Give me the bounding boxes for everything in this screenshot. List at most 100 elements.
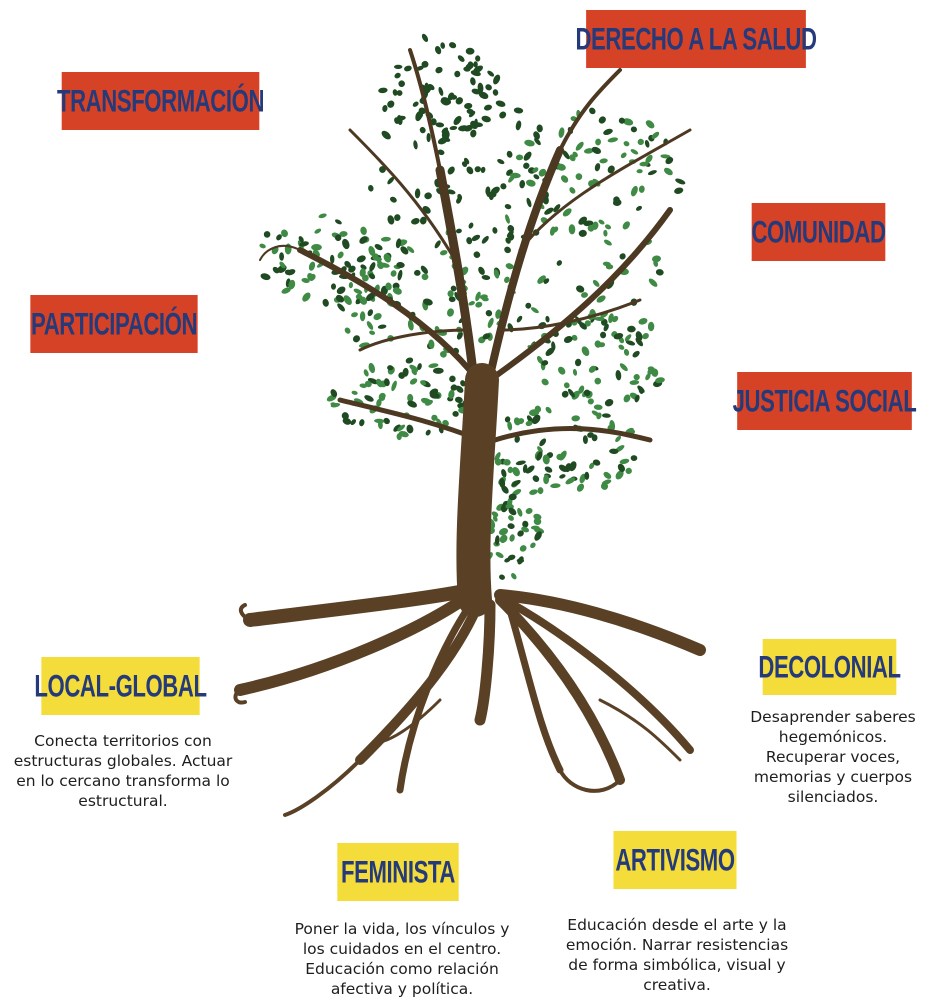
leaf bbox=[541, 360, 549, 366]
leaf bbox=[437, 149, 445, 156]
leaf bbox=[571, 334, 578, 341]
leaf bbox=[593, 404, 603, 410]
leaf bbox=[504, 276, 510, 283]
leaf bbox=[449, 375, 456, 383]
leaf bbox=[529, 489, 538, 495]
leaf bbox=[318, 213, 327, 219]
leaf bbox=[450, 94, 458, 100]
leaf bbox=[624, 334, 632, 342]
leaf bbox=[379, 166, 386, 173]
leaf bbox=[360, 226, 367, 235]
leaf bbox=[393, 424, 401, 432]
leaf bbox=[664, 167, 673, 176]
leaf bbox=[367, 309, 374, 317]
leaf bbox=[372, 256, 382, 262]
leaf bbox=[635, 205, 643, 211]
leaf bbox=[390, 270, 397, 277]
leaf bbox=[642, 332, 649, 340]
leaf bbox=[542, 454, 550, 465]
leaf bbox=[369, 330, 376, 335]
leaf bbox=[359, 236, 368, 244]
leaf bbox=[536, 451, 543, 461]
leaf bbox=[335, 294, 345, 303]
leaf bbox=[545, 347, 555, 356]
leaf bbox=[450, 384, 458, 391]
leaf bbox=[487, 317, 494, 328]
leaf bbox=[526, 415, 534, 424]
leaf bbox=[565, 477, 576, 485]
leaf bbox=[368, 273, 376, 280]
leaf bbox=[532, 167, 539, 173]
leaf bbox=[387, 215, 395, 225]
leaf bbox=[652, 255, 661, 263]
leaf bbox=[415, 110, 423, 122]
leaf bbox=[377, 324, 387, 329]
leaf bbox=[471, 234, 481, 242]
leaf bbox=[263, 231, 271, 238]
leaf bbox=[455, 396, 463, 404]
leaf bbox=[619, 253, 626, 260]
leaf bbox=[486, 191, 497, 198]
leaf bbox=[485, 84, 492, 91]
leaf bbox=[581, 292, 588, 298]
leaf bbox=[572, 369, 578, 376]
leaf bbox=[530, 525, 540, 530]
leaf bbox=[512, 466, 520, 477]
tree-trunk-roots bbox=[233, 363, 706, 817]
leaf bbox=[665, 157, 674, 165]
leaf bbox=[612, 315, 619, 323]
leaf bbox=[361, 274, 369, 282]
leaf bbox=[515, 120, 522, 131]
leaf bbox=[359, 311, 366, 322]
leaf bbox=[567, 388, 575, 398]
leaf bbox=[495, 100, 506, 107]
leaf bbox=[625, 340, 636, 346]
leaf bbox=[598, 219, 605, 225]
leaf bbox=[644, 139, 650, 148]
leaf bbox=[435, 122, 445, 128]
leaf bbox=[553, 204, 561, 213]
leaf bbox=[387, 365, 394, 371]
leaf bbox=[618, 344, 625, 350]
leaf bbox=[383, 417, 390, 425]
leaf bbox=[434, 45, 442, 55]
leaf bbox=[569, 154, 576, 162]
leaf bbox=[499, 534, 508, 543]
leaf bbox=[638, 185, 645, 193]
leaf bbox=[504, 416, 511, 423]
leaf bbox=[536, 124, 543, 133]
leaf bbox=[576, 483, 585, 492]
leaf bbox=[339, 231, 348, 237]
leaf bbox=[387, 100, 395, 108]
leaf bbox=[448, 296, 456, 303]
leaf bbox=[329, 254, 335, 264]
leaf bbox=[481, 115, 491, 123]
leaf bbox=[397, 424, 406, 432]
leaf bbox=[578, 216, 588, 225]
leaf bbox=[429, 392, 440, 399]
leaf bbox=[368, 362, 376, 374]
leaf bbox=[376, 398, 382, 407]
leaf bbox=[525, 420, 533, 427]
leaf bbox=[497, 159, 505, 165]
leaf bbox=[556, 260, 562, 266]
leaf bbox=[584, 320, 591, 327]
leaf bbox=[525, 179, 536, 187]
leaf bbox=[416, 65, 424, 71]
leaf bbox=[421, 60, 429, 68]
leaf bbox=[532, 475, 540, 483]
leaf bbox=[507, 323, 514, 333]
leaf bbox=[435, 66, 443, 74]
leaf bbox=[385, 282, 392, 291]
leaf bbox=[607, 137, 619, 143]
leaf bbox=[561, 390, 569, 398]
leaf bbox=[544, 466, 553, 473]
leaf bbox=[475, 55, 481, 62]
leaf bbox=[600, 331, 607, 339]
decolonial-description: Desaprender saberes hegemónicos. Recuper… bbox=[750, 708, 916, 806]
leaf bbox=[425, 429, 431, 436]
leaf bbox=[377, 261, 385, 270]
leaf bbox=[622, 118, 634, 126]
leaf bbox=[509, 534, 515, 542]
